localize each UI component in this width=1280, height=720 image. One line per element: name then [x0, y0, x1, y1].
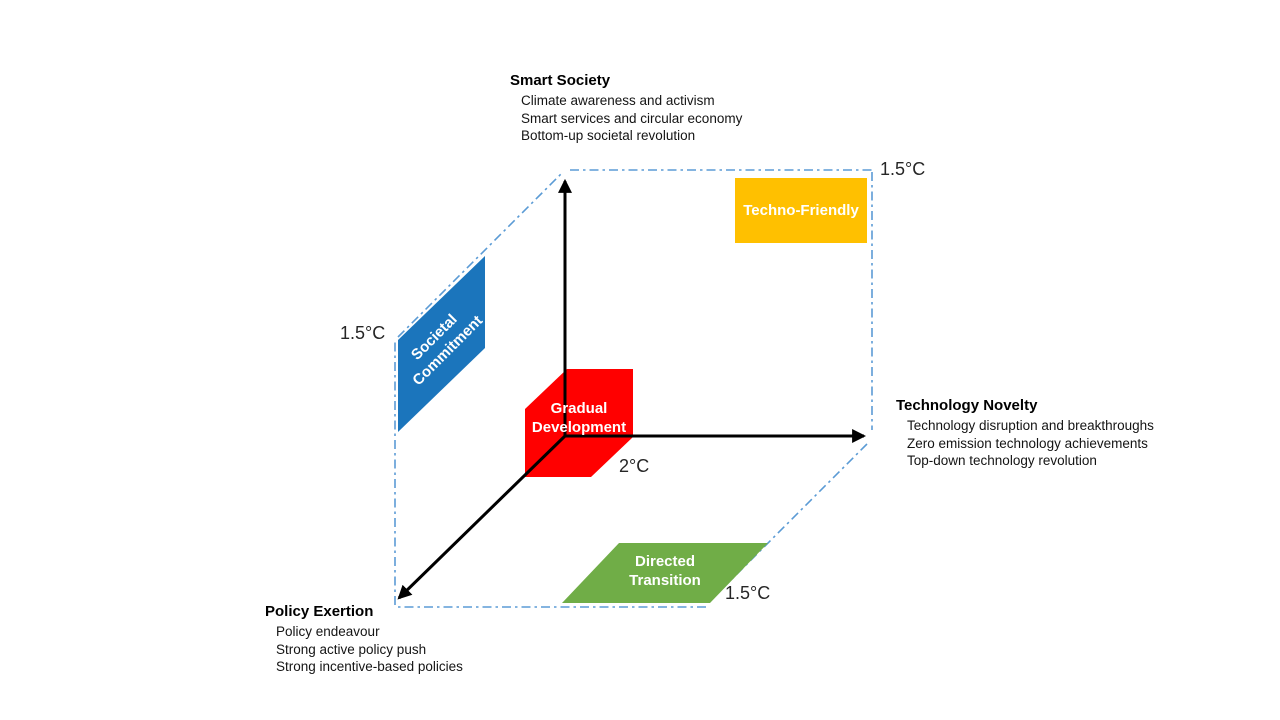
techno-friendly-label: Techno-Friendly	[743, 202, 859, 219]
temperature-label-top-right: 1.5°C	[880, 159, 926, 179]
society-axis-subtitle-line: Smart services and circular economy	[521, 110, 743, 126]
policy-axis-subtitle-line: Policy endeavour	[276, 624, 380, 639]
temperature-label-bottom-right: 1.5°C	[725, 583, 771, 603]
directed-transition-shape	[562, 543, 768, 603]
society-axis-title: Smart Society	[510, 72, 611, 89]
gradual-development-label-line1: Gradual	[550, 400, 608, 417]
society-axis-subtitle-line: Climate awareness and activism	[521, 93, 715, 108]
techno-friendly-shape	[735, 178, 867, 243]
technology-axis-subtitle-line: Technology disruption and breakthroughs	[907, 418, 1154, 433]
temperature-label-left: 1.5°C	[340, 323, 386, 343]
technology-axis-block: Technology Novelty Technology disruption…	[896, 397, 1154, 470]
temperature-label-origin: 2°C	[619, 456, 650, 476]
society-axis-block: Smart Society Climate awareness and acti…	[510, 72, 742, 145]
policy-axis-title: Policy Exertion	[265, 603, 374, 620]
gradual-development-label-line2: Development	[531, 419, 627, 436]
directed-transition-label-line1: Directed	[634, 553, 696, 570]
technology-axis-subtitle-line: Zero emission technology achievements	[907, 435, 1148, 451]
policy-axis-line	[397, 434, 567, 600]
technology-axis-title: Technology Novelty	[896, 397, 1038, 414]
technology-axis-subtitle-line: Top-down technology revolution	[907, 453, 1097, 468]
policy-axis-subtitle-line: Strong incentive-based policies	[276, 659, 463, 674]
societal-commitment-shape	[398, 256, 485, 432]
axes-group	[397, 178, 867, 600]
society-axis-subtitle-line: Bottom-up societal revolution	[521, 128, 696, 143]
policy-axis-subtitle-line: Strong active policy push	[276, 641, 427, 657]
policy-axis-block: Policy Exertion Policy endeavour Strong …	[265, 603, 463, 676]
gradual-development-label: Gradual Development	[509, 399, 649, 437]
directed-transition-label-line2: Transition	[629, 572, 701, 589]
directed-transition-label: Directed Transition	[595, 552, 735, 590]
